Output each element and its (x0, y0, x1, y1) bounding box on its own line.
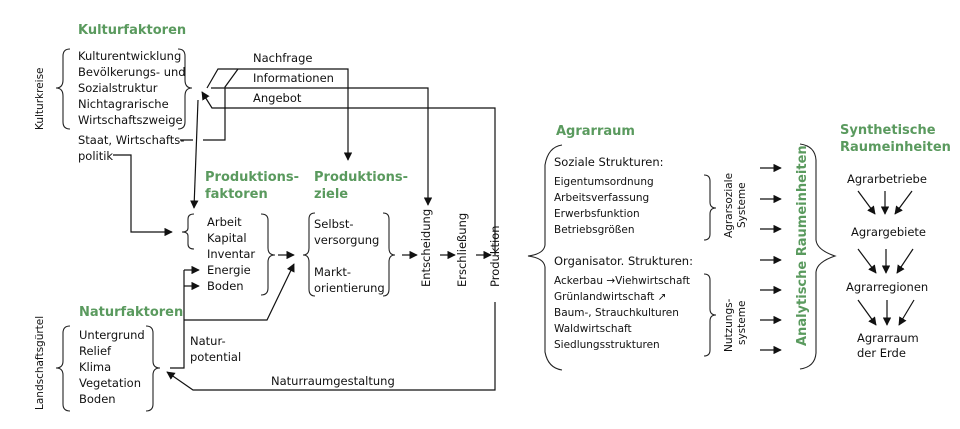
level-agrarraum-erde-1: Agrarraum (857, 331, 919, 345)
faktor-item: Boden (207, 279, 244, 293)
natur-right-brace (145, 325, 161, 412)
arrow (857, 190, 876, 215)
arrow (898, 299, 915, 326)
kultur-items: Kulturentwicklung Bevölkerungs- und Sozi… (78, 49, 186, 127)
stage-produktion: Produktion (488, 225, 502, 287)
org-strukturen-heading: Organisator. Strukturen: (554, 254, 693, 268)
landschaftsguertel-label: Landschaftsgürtel (34, 316, 46, 410)
faktoren-left-brace (181, 213, 195, 250)
staat-label-1: Staat, Wirtschafts- (78, 133, 184, 147)
produktionsfaktoren-heading-1: Produktions- (205, 170, 299, 185)
produktionsziele-heading-1: Produktions- (314, 170, 408, 185)
naturfaktoren-heading: Naturfaktoren (79, 305, 183, 320)
analytisch-right-brace (799, 143, 837, 370)
level-agrargebiete: Agrargebiete (851, 225, 926, 239)
ziel-item: versorgung (314, 233, 379, 247)
informationen-label: Informationen (253, 71, 334, 85)
agrarraum-heading: Agrarraum (556, 124, 635, 139)
kultur-item: Bevölkerungs- und (78, 65, 186, 79)
ziel-item: Markt- (314, 265, 351, 279)
natur-item: Boden (79, 392, 116, 406)
angebot-label: Angebot (253, 91, 302, 105)
level-agrarregionen: Agrarregionen (846, 280, 928, 294)
org-right-brace (703, 273, 717, 357)
staat-label-2: politik (78, 149, 113, 163)
sozial-item: Betriebsgrößen (554, 224, 635, 236)
faktor-item: Arbeit (207, 215, 242, 229)
naturpotential-label-2: potential (190, 350, 241, 364)
synthetische-heading-2: Raumeinheiten (840, 140, 951, 155)
natur-item: Untergrund (79, 328, 145, 342)
agrarraum-left-brace (527, 144, 563, 371)
natur-to-ziele-arrow (184, 263, 295, 321)
level-arrows-2 (857, 248, 914, 274)
sozial-right-brace (703, 174, 717, 241)
systeme-label: Systeme (736, 182, 748, 228)
nutzungs-label: Nutzungs- (723, 298, 735, 352)
agrarsoziale-label: Agrarsoziale (723, 173, 735, 238)
kultur-left-brace (55, 48, 71, 130)
kultur-right-brace (177, 48, 193, 130)
faktor-item: Inventar (207, 247, 255, 261)
ziele-right-brace (382, 212, 396, 297)
level-agrarraum-erde-2: der Erde (857, 346, 906, 360)
faktor-item: Kapital (207, 231, 247, 245)
org-item: Siedlungsstrukturen (554, 339, 660, 351)
naturpotential-connector (170, 270, 185, 369)
org-item: Waldwirtschaft (554, 323, 632, 335)
nachfrage-flow (206, 68, 353, 161)
natur-item: Relief (79, 344, 112, 358)
soziale-strukturen-heading: Soziale Strukturen: (554, 155, 664, 169)
kulturkreise-label: Kulturkreise (34, 68, 46, 131)
faktor-item: Energie (207, 263, 251, 277)
analytische-raumeinheiten-label: Analytische Raumeinheiten (795, 145, 810, 346)
kultur-item: Nichtagrarische (78, 97, 169, 111)
analytic-arrows (760, 163, 782, 355)
kultur-item: Wirtschaftszweige (78, 113, 183, 127)
kultur-item: Sozialstruktur (78, 81, 158, 95)
systeme-label-2: systeme (736, 301, 748, 345)
org-item: Grünlandwirtschaft ↗ (554, 291, 666, 303)
staat-connector (180, 68, 239, 141)
org-item: Ackerbau →Viehwirtschaft (554, 275, 690, 287)
arrow (896, 248, 914, 274)
arrow (857, 299, 877, 326)
synthetische-heading-1: Synthetische (840, 123, 936, 138)
arrow (894, 190, 913, 215)
faktoren-right-brace (260, 213, 276, 296)
stage-erschliessung: Erschließung (455, 213, 469, 287)
naturraumgestaltung-label: Naturraumgestaltung (271, 374, 395, 388)
org-item: Baum-, Strauchkulturen (554, 307, 679, 319)
kulturfaktoren-heading: Kulturfaktoren (78, 23, 186, 38)
kultur-to-faktoren-arrow (190, 99, 199, 209)
sozial-item: Eigentumsordnung (554, 176, 654, 188)
ziel-item: Selbst- (314, 217, 354, 231)
sozial-item: Arbeitsverfassung (554, 192, 649, 204)
ziele-left-brace (302, 212, 316, 297)
stage-entscheidung: Entscheidung (419, 209, 433, 287)
ziel-item: orientierung (314, 281, 385, 295)
naturpotential-label-1: Natur- (190, 334, 226, 348)
produktionsfaktoren-heading-2: faktoren (205, 187, 268, 202)
kultur-item: Kulturentwicklung (78, 49, 181, 63)
natur-item: Vegetation (79, 376, 141, 390)
informationen-flow (211, 87, 433, 206)
level-agrarbetriebe: Agrarbetriebe (847, 172, 927, 186)
natur-left-brace (55, 325, 71, 412)
naturraumgestaltung-flow (166, 302, 496, 391)
level-arrows-3 (857, 299, 915, 326)
sozial-item: Erwerbsfunktion (554, 208, 640, 220)
arrow (857, 248, 877, 274)
nachfrage-label: Nachfrage (253, 51, 312, 65)
politik-to-faktoren-arrow (113, 154, 173, 237)
angebot-flow (201, 91, 496, 255)
natur-item: Klima (79, 360, 111, 374)
level-arrows-1 (857, 190, 913, 215)
produktionsziele-heading-2: ziele (314, 187, 348, 202)
